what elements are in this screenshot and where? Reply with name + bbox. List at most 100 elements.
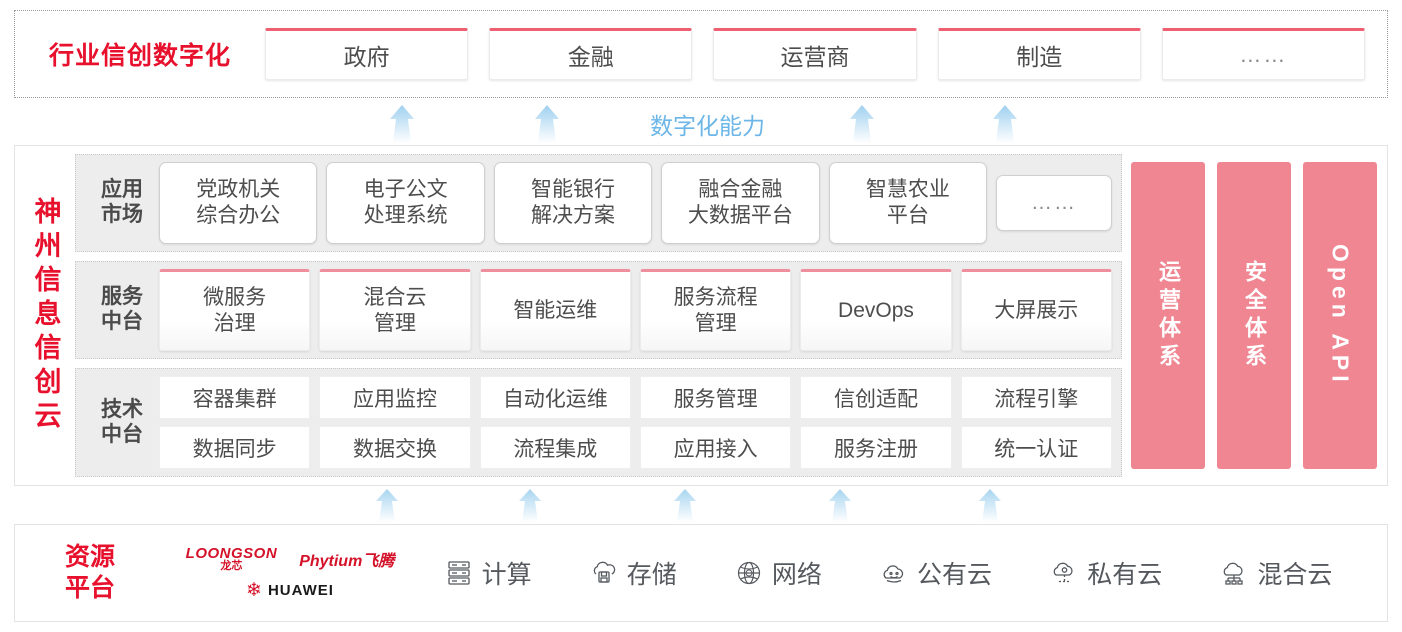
industry-box-finance[interactable]: 金融 — [489, 28, 693, 80]
tech-card-service-mgmt[interactable]: 服务管理 — [639, 376, 792, 419]
card-line2: 大数据平台 — [687, 204, 793, 227]
svc-card-microservice-governance[interactable]: 微服务治理 — [159, 269, 311, 351]
up-arrow-icon — [390, 105, 414, 143]
tech-card-unified-auth[interactable]: 统一认证 — [960, 426, 1112, 469]
resource-item-storage[interactable]: 存储 — [589, 555, 677, 591]
card-line1: 融合金融 — [698, 178, 783, 202]
card-line2: 平台 — [886, 204, 929, 227]
layer-app-market: 应用 市场 党政机关综合办公 电子公文处理系统 智能银行解决方案 融合金融大数据… — [75, 154, 1122, 252]
network-globe-icon — [737, 561, 760, 585]
pillar-label: 运营体系 — [1156, 259, 1181, 372]
capability-arrow-strip: 数字化能力 — [14, 101, 1388, 143]
resource-item-label: 公有云 — [917, 561, 993, 589]
industry-box-list: 政府 金融 运营商 制造 …… — [265, 28, 1387, 80]
huawei-logo-text: HUAWEI — [267, 582, 334, 599]
app-card-gov-office[interactable]: 党政机关综合办公 — [159, 162, 318, 244]
tech-card-data-exchange[interactable]: 数据交换 — [319, 426, 471, 469]
tech-card-app-monitoring[interactable]: 应用监控 — [319, 376, 471, 419]
resource-item-network[interactable]: 网络 — [734, 555, 822, 591]
layer-label-line1: 服务 — [101, 285, 143, 309]
app-card-more[interactable]: …… — [996, 175, 1113, 231]
card-line1: 微服务 — [203, 286, 267, 310]
resource-item-label: 私有云 — [1087, 561, 1163, 589]
loongson-logo-cn: 龙芯 — [220, 560, 243, 572]
up-arrow-icon — [850, 105, 874, 143]
pillar-open-api[interactable]: Open API — [1303, 162, 1377, 469]
svc-card-hybrid-cloud-mgmt[interactable]: 混合云管理 — [319, 269, 471, 351]
card-line2: 处理系统 — [363, 204, 448, 227]
loongson-logo: LOONGSON 龙芯 — [186, 546, 278, 572]
hybrid-cloud-icon — [1224, 562, 1243, 585]
svc-card-intelligent-ops[interactable]: 智能运维 — [479, 269, 631, 351]
tech-card-data-sync[interactable]: 数据同步 — [159, 426, 311, 469]
industry-box-government[interactable]: 政府 — [265, 28, 469, 80]
app-card-finance-bigdata[interactable]: 融合金融大数据平台 — [661, 162, 820, 244]
layer-label-line2: 市场 — [101, 203, 143, 226]
pillar-operations-system[interactable]: 运营体系 — [1131, 162, 1205, 469]
pillar-security-system[interactable]: 安全体系 — [1217, 162, 1291, 469]
private-cloud-icon — [1053, 562, 1073, 583]
resource-platform-panel: 资源 平台 LOONGSON 龙芯 Phytium飞腾 ❄ HUAWEI — [14, 524, 1388, 622]
layer-app-market-label: 应用 市场 — [85, 178, 159, 228]
app-card-smart-bank[interactable]: 智能银行解决方案 — [493, 162, 653, 244]
tech-card-service-registry[interactable]: 服务注册 — [800, 426, 952, 469]
public-cloud-icon — [883, 565, 904, 583]
vendor-row-2: ❄ HUAWEI — [246, 581, 334, 600]
card-line1: DevOps — [838, 299, 914, 323]
industry-box-more[interactable]: …… — [1161, 28, 1366, 80]
card-line1: 智能银行 — [531, 178, 616, 202]
card-line2: 管理 — [694, 312, 737, 335]
resource-item-label: 网络 — [771, 561, 822, 589]
cloud-pillars: 运营体系 安全体系 Open API — [1131, 154, 1377, 477]
tech-card-automated-ops[interactable]: 自动化运维 — [479, 376, 631, 419]
tech-row-1: 容器集群 应用监控 自动化运维 服务管理 信创适配 流程引擎 — [159, 376, 1112, 419]
industry-band-title: 行业信创数字化 — [48, 42, 231, 70]
svc-card-big-screen-display[interactable]: 大屏展示 — [960, 269, 1112, 351]
layer-tech-platform-label: 技术 中台 — [85, 398, 159, 448]
resource-item-private-cloud[interactable]: 私有云 — [1049, 555, 1162, 591]
tech-card-process-engine[interactable]: 流程引擎 — [960, 376, 1112, 419]
card-line1: 服务流程 — [673, 286, 758, 310]
resource-item-compute[interactable]: 计算 — [444, 555, 532, 591]
card-line1: 混合云 — [363, 286, 427, 310]
tech-card-process-integration[interactable]: 流程集成 — [479, 426, 631, 469]
tech-row-2: 数据同步 数据交换 流程集成 应用接入 服务注册 统一认证 — [159, 426, 1112, 469]
card-line2: 管理 — [373, 312, 416, 335]
app-card-smart-agriculture[interactable]: 智慧农业平台 — [828, 162, 988, 244]
resource-item-label: 计算 — [481, 561, 532, 589]
layer-label-line2: 中台 — [101, 422, 143, 446]
card-line1: 党政机关 — [196, 178, 281, 202]
app-card-e-document[interactable]: 电子公文处理系统 — [326, 162, 485, 244]
card-line1: 电子公文 — [363, 178, 448, 202]
industry-box-operator[interactable]: 运营商 — [713, 28, 917, 80]
up-arrow-icon — [993, 105, 1017, 143]
card-line2: 治理 — [213, 312, 256, 335]
cloud-panel: 神州信息信创云 应用 市场 党政机关综合办公 电子公文处理系统 智能 — [14, 145, 1388, 486]
svc-card-service-process-mgmt[interactable]: 服务流程管理 — [639, 269, 792, 351]
resource-item-public-cloud[interactable]: 公有云 — [879, 555, 992, 591]
card-line2: 综合办公 — [196, 204, 281, 227]
pillar-label: 安全体系 — [1242, 259, 1267, 372]
resource-title-line1: 资源 — [64, 542, 115, 571]
resource-title-line2: 平台 — [64, 574, 115, 602]
resource-item-hybrid-cloud[interactable]: 混合云 — [1219, 555, 1332, 591]
tech-card-app-access[interactable]: 应用接入 — [639, 426, 792, 469]
up-arrow-icon — [979, 489, 1001, 522]
up-arrow-icon — [535, 105, 559, 143]
layer-service-platform: 服务 中台 微服务治理 混合云管理 智能运维 服务流程管理 — [75, 261, 1122, 359]
industry-box-manufacturing[interactable]: 制造 — [937, 28, 1141, 80]
tech-card-container-cluster[interactable]: 容器集群 — [159, 376, 311, 419]
tech-card-xinchuang-adaptation[interactable]: 信创适配 — [800, 376, 952, 419]
resource-item-label: 存储 — [626, 561, 677, 589]
svc-card-devops[interactable]: DevOps — [800, 269, 952, 351]
huawei-flower-icon: ❄ — [246, 580, 262, 601]
vendor-logo-group: LOONGSON 龙芯 Phytium飞腾 ❄ HUAWEI — [165, 546, 415, 600]
card-line1: 智慧农业 — [865, 178, 950, 202]
vendor-row-1: LOONGSON 龙芯 Phytium飞腾 — [186, 546, 395, 572]
cloud-storage-icon — [593, 561, 615, 583]
layer-label-line1: 技术 — [101, 397, 143, 421]
industry-band: 行业信创数字化 政府 金融 运营商 制造 …… — [14, 10, 1388, 98]
capability-label: 数字化能力 — [650, 113, 765, 139]
resource-item-list: 计算 存储 网络 — [415, 555, 1387, 591]
cloud-layer-stack: 应用 市场 党政机关综合办公 电子公文处理系统 智能银行解决方案 融合金融大数据… — [75, 154, 1122, 477]
